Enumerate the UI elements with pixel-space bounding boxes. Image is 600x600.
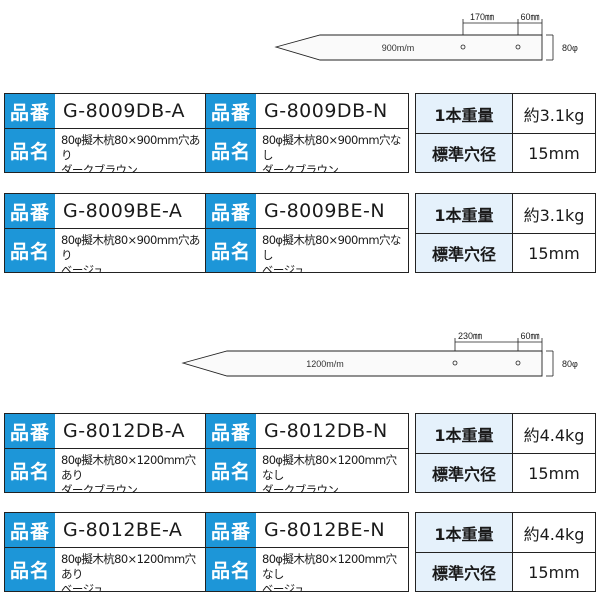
stake-drawing-900: 170㎜ 60㎜ 900m/m 80φ — [274, 12, 578, 61]
product-code: G-8012BE-A — [55, 513, 205, 547]
hole-value: 15mm — [513, 453, 595, 492]
product-name: 80φ擬木杭80×900mm穴なし ダークブラウン — [256, 129, 408, 172]
product-card-8009be: 品番 G-8009BE-A 品番 G-8009BE-N 品名 80φ擬木杭80×… — [4, 193, 409, 273]
product-name: 80φ擬木杭80×1200mm穴なし ベージュ — [256, 548, 408, 591]
spec-table: 1本重量 約3.1kg 標準穴径 15mm — [415, 193, 596, 273]
product-code: G-8012BE-N — [256, 513, 408, 547]
code-label: 品番 — [5, 94, 55, 128]
name-cell-a: 品名 80φ擬木杭80×1200mm穴あり ベージュ — [5, 547, 205, 591]
code-label: 品番 — [206, 414, 256, 448]
name-label: 品名 — [206, 548, 256, 591]
code-label: 品番 — [206, 194, 256, 228]
dim-b-label: 60㎜ — [520, 12, 539, 22]
hole-value: 15mm — [513, 233, 595, 272]
product-code: G-8009DB-N — [256, 94, 408, 128]
product-name: 80φ擬木杭80×1200mm穴あり ダークブラウン — [55, 449, 205, 492]
diameter-label: 80φ — [562, 359, 578, 369]
code-label: 品番 — [206, 94, 256, 128]
product-name: 80φ擬木杭80×900mm穴あり ベージュ — [55, 229, 205, 272]
hole-label: 標準穴径 — [416, 552, 513, 591]
code-cell-n: 品番 G-8012BE-N — [205, 513, 408, 547]
code-label: 品番 — [5, 414, 55, 448]
spec-table: 1本重量 約4.4kg 標準穴径 15mm — [415, 512, 596, 592]
name-label: 品名 — [206, 129, 256, 172]
product-name: 80φ擬木杭80×900mm穴なし ベージュ — [256, 229, 408, 272]
name-label: 品名 — [206, 229, 256, 272]
code-cell-n: 品番 G-8009DB-N — [205, 94, 408, 128]
weight-value: 約3.1kg — [523, 205, 585, 225]
length-label: 1200m/m — [306, 359, 344, 369]
weight-label: 1本重量 — [416, 414, 513, 453]
product-code: G-8012DB-N — [256, 414, 408, 448]
hole-label: 標準穴径 — [416, 453, 513, 492]
name-cell-n: 品名 80φ擬木杭80×900mm穴なし ベージュ — [205, 228, 408, 272]
stake-diagram-900: 170㎜ 60㎜ 900m/m 80φ — [0, 5, 600, 65]
weight-value: 約4.4kg — [523, 425, 585, 445]
product-code: G-8009BE-A — [55, 194, 205, 228]
product-card-8012be: 品番 G-8012BE-A 品番 G-8012BE-N 品名 80φ擬木杭80×… — [4, 512, 409, 592]
code-label: 品番 — [5, 194, 55, 228]
length-label: 900m/m — [382, 43, 415, 53]
dim-b-label: 60㎜ — [520, 331, 539, 341]
product-card-8012db: 品番 G-8012DB-A 品番 G-8012DB-N 品名 80φ擬木杭80×… — [4, 413, 409, 493]
hole-value: 15mm — [513, 552, 595, 591]
hole-label: 標準穴径 — [416, 133, 513, 172]
name-label: 品名 — [5, 449, 55, 492]
code-cell-n: 品番 G-8009BE-N — [205, 194, 408, 228]
code-cell-a: 品番 G-8009DB-A — [5, 94, 205, 128]
code-label: 品番 — [5, 513, 55, 547]
product-name: 80φ擬木杭80×1200mm穴なし ダークブラウン — [256, 449, 408, 492]
name-cell-a: 品名 80φ擬木杭80×900mm穴あり ダークブラウン — [5, 128, 205, 172]
product-code: G-8009DB-A — [55, 94, 205, 128]
weight-value: 約3.1kg — [523, 105, 585, 125]
code-label: 品番 — [206, 513, 256, 547]
name-cell-n: 品名 80φ擬木杭80×1200mm穴なし ダークブラウン — [205, 448, 408, 492]
dim-a-label: 230㎜ — [458, 331, 482, 341]
dim-a-label: 170㎜ — [470, 12, 494, 22]
name-cell-n: 品名 80φ擬木杭80×900mm穴なし ダークブラウン — [205, 128, 408, 172]
spec-table: 1本重量 約3.1kg 標準穴径 15mm — [415, 93, 596, 173]
weight-label: 1本重量 — [416, 194, 513, 233]
name-label: 品名 — [5, 229, 55, 272]
name-label: 品名 — [206, 449, 256, 492]
code-cell-n: 品番 G-8012DB-N — [205, 414, 408, 448]
name-cell-a: 品名 80φ擬木杭80×900mm穴あり ベージュ — [5, 228, 205, 272]
product-code: G-8012DB-A — [55, 414, 205, 448]
product-code: G-8009BE-N — [256, 194, 408, 228]
code-cell-a: 品番 G-8009BE-A — [5, 194, 205, 228]
product-name: 80φ擬木杭80×900mm穴あり ダークブラウン — [55, 129, 205, 172]
weight-label: 1本重量 — [416, 513, 513, 552]
hole-value: 15mm — [513, 133, 595, 172]
diameter-label: 80φ — [562, 43, 578, 53]
product-card-8009db: 品番 G-8009DB-A 品番 G-8009DB-N 品名 80φ擬木杭80×… — [4, 93, 409, 173]
code-cell-a: 品番 G-8012DB-A — [5, 414, 205, 448]
code-cell-a: 品番 G-8012BE-A — [5, 513, 205, 547]
stake-drawing-1200: 230㎜ 60㎜ 1200m/m 80φ — [181, 331, 578, 377]
weight-value: 約4.4kg — [523, 524, 585, 544]
weight-label: 1本重量 — [416, 94, 513, 133]
stake-diagram-1200: 230㎜ 60㎜ 1200m/m 80φ — [0, 324, 600, 384]
product-name: 80φ擬木杭80×1200mm穴あり ベージュ — [55, 548, 205, 591]
name-label: 品名 — [5, 129, 55, 172]
name-cell-n: 品名 80φ擬木杭80×1200mm穴なし ベージュ — [205, 547, 408, 591]
hole-label: 標準穴径 — [416, 233, 513, 272]
name-label: 品名 — [5, 548, 55, 591]
name-cell-a: 品名 80φ擬木杭80×1200mm穴あり ダークブラウン — [5, 448, 205, 492]
spec-table: 1本重量 約4.4kg 標準穴径 15mm — [415, 413, 596, 493]
